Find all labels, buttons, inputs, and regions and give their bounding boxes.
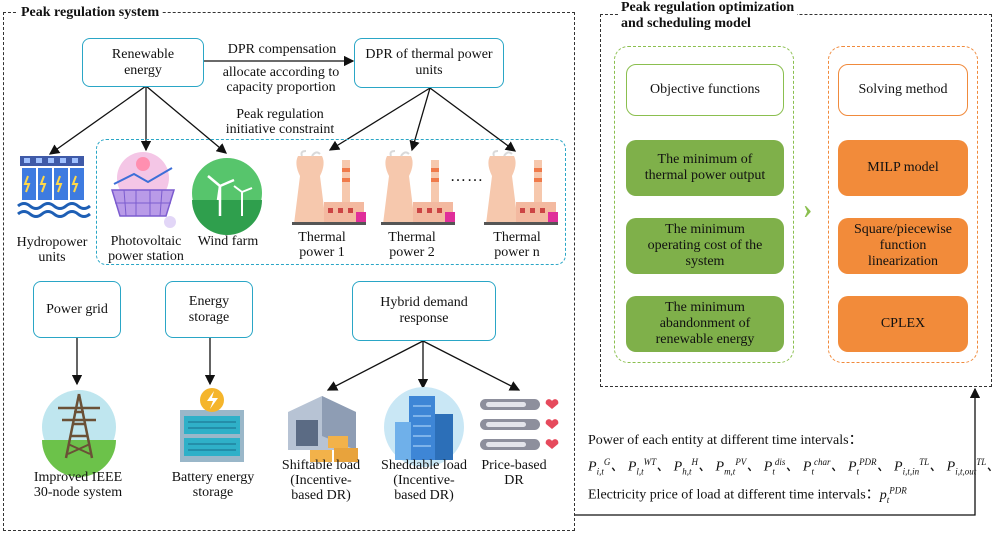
electricity-price-text: Electricity price of load at different t… bbox=[588, 480, 907, 509]
method-2: Square/piecewise function linearization bbox=[838, 218, 968, 274]
photovoltaic-label: Photovoltaic power station bbox=[108, 234, 184, 264]
objective-2: The minimum operating cost of the system bbox=[626, 218, 784, 274]
price-list-icon bbox=[478, 397, 564, 455]
thermal-2-label: Thermal power 2 bbox=[388, 230, 436, 260]
solving-group bbox=[828, 46, 978, 363]
objective-1: The minimum of thermal power output bbox=[626, 140, 784, 196]
price-based-label: Price-based DR bbox=[481, 458, 547, 488]
warehouse-icon bbox=[282, 392, 368, 464]
thermal-ellipsis: …… bbox=[450, 168, 484, 185]
method-1: MILP model bbox=[838, 140, 968, 196]
power-grid-box: Power grid bbox=[33, 281, 121, 338]
renewable-energy-box: Renewable energy bbox=[82, 38, 204, 87]
thermal-n-label: Thermal power n bbox=[493, 230, 541, 260]
battery-label: Battery energy storage bbox=[171, 470, 255, 500]
thermal-1-label: Thermal power 1 bbox=[298, 230, 346, 260]
allocate-capacity-label: allocate according to capacity proportio… bbox=[222, 65, 340, 95]
dpr-compensation-label: DPR compensation bbox=[227, 42, 337, 57]
chevron-right-icon: › bbox=[803, 194, 813, 225]
peak-constraint-label: Peak regulation initiative constraint bbox=[225, 107, 335, 137]
hybrid-dr-box: Hybrid demand response bbox=[352, 281, 496, 341]
battery-storage-icon bbox=[174, 386, 250, 466]
objective-group bbox=[614, 46, 794, 363]
transmission-tower-icon bbox=[40, 388, 118, 477]
thermal-plant-2-icon bbox=[377, 150, 457, 226]
shiftable-label: Shiftable load (Incentive- based DR) bbox=[281, 458, 361, 503]
solving-method-header: Solving method bbox=[838, 64, 968, 116]
sheddable-label: Sheddable load (Incentive- based DR) bbox=[381, 458, 467, 503]
dpr-thermal-box: DPR of thermal power units bbox=[354, 38, 504, 88]
thermal-plant-n-icon bbox=[480, 150, 560, 226]
wind-farm-label: Wind farm bbox=[197, 234, 259, 249]
plants-frame bbox=[96, 139, 566, 265]
photovoltaic-icon bbox=[104, 150, 182, 230]
energy-storage-box: Energy storage bbox=[165, 281, 253, 338]
hydropower-label: Hydropower units bbox=[16, 235, 88, 265]
power-entities-text: Power of each entity at different time i… bbox=[588, 433, 863, 448]
objective-3: The minimum abandonment of renewable ene… bbox=[626, 296, 784, 352]
peak-regulation-system-frame bbox=[3, 12, 575, 531]
electricity-price-label: Electricity price of load at different t… bbox=[588, 487, 880, 503]
price-symbol: ptPDR bbox=[879, 485, 907, 505]
power-symbols: Pi,tG、 Pl,tWT、 Ph,tH、 Pm,tPV、 Ptdis、 Ptc… bbox=[588, 457, 996, 477]
hydropower-icon bbox=[16, 154, 91, 222]
thermal-plant-1-icon bbox=[288, 150, 368, 226]
objective-functions-header: Objective functions bbox=[626, 64, 784, 116]
peak-regulation-system-title: Peak regulation system bbox=[18, 5, 163, 21]
wind-farm-icon bbox=[190, 156, 264, 235]
optimization-model-title: Peak regulation optimization and schedul… bbox=[618, 0, 798, 32]
buildings-icon bbox=[383, 386, 465, 468]
method-3: CPLEX bbox=[838, 296, 968, 352]
ieee-label: Improved IEEE 30-node system bbox=[33, 470, 123, 500]
